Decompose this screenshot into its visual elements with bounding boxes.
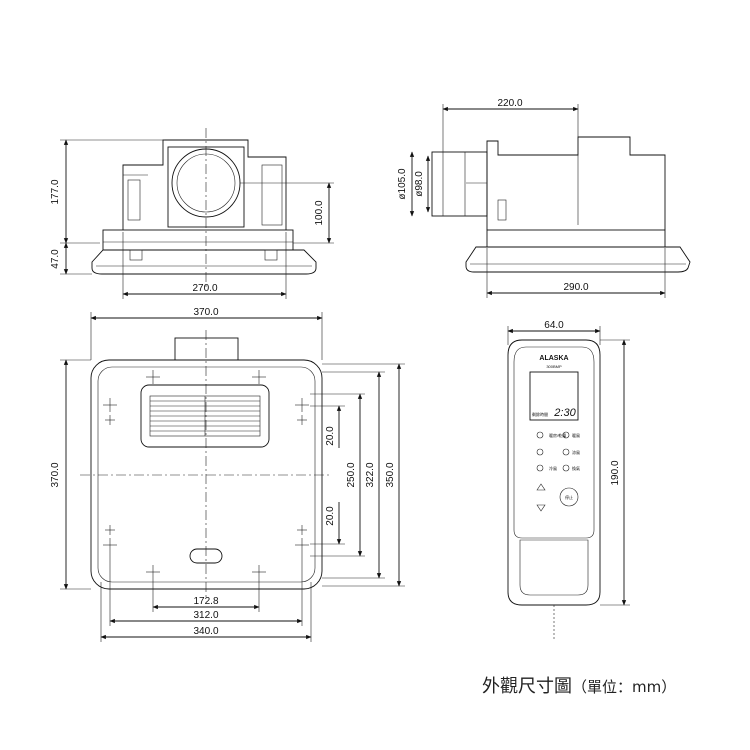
front-housing [122, 139, 287, 230]
dim-plan-172: 172.8 [193, 596, 218, 607]
dim-side-105: ø105.0 [397, 168, 408, 200]
remote-btn-cool: 涼風 [572, 449, 580, 455]
remote-btn-stop: 停止 [565, 494, 573, 500]
remote-brand: ALASKA [539, 355, 568, 362]
front-trim-panel [91, 249, 317, 275]
dim-front-47: 47.0 [50, 249, 61, 269]
dim-side-220: 220.0 [497, 98, 522, 109]
dim-plan-350: 350.0 [385, 462, 396, 487]
dim-remote-190: 190.0 [610, 460, 621, 485]
dim-plan-20-top: 20.0 [325, 426, 336, 446]
remote-model: 300BMP [546, 364, 562, 369]
dim-plan-20-bottom: 20.0 [325, 506, 336, 526]
dim-front-270: 270.0 [192, 283, 217, 294]
remote-lcd [529, 371, 579, 421]
remote-btn-vent: 換氣 [572, 465, 580, 471]
side-duct [431, 151, 488, 217]
side-housing [486, 136, 666, 230]
remote-btn-cold: 冷風 [549, 465, 557, 471]
dim-front-177: 177.0 [50, 179, 61, 204]
drawing-caption: 外觀尺寸圖（單位：mm） [482, 672, 676, 698]
side-view: 220.0 ø105.0 ø98.0 290.0 [397, 98, 691, 298]
plan-duct [174, 337, 239, 361]
dim-plan-312: 312.0 [193, 610, 218, 621]
dim-plan-250: 250.0 [346, 462, 357, 487]
plan-view: 370.0 370.0 20.0 20.0 250.0 322.0 350.0 … [50, 307, 405, 642]
plan-grille [140, 384, 270, 448]
dim-front-100: 100.0 [314, 200, 325, 225]
plan-outer-panel [90, 359, 323, 590]
dim-side-98: ø98.0 [414, 171, 425, 197]
remote-timer-label: 剩餘時間 [532, 411, 548, 417]
dim-plan-322: 322.0 [365, 462, 376, 487]
remote-body [507, 339, 601, 606]
caption-title: 外觀尺寸圖 [482, 676, 572, 697]
remote-view: ALASKA 300BMP 2:30 剩餘時間 暖房/乾燥 暖風 涼風 冷風 換… [507, 320, 630, 640]
dim-plan-370-left: 370.0 [50, 462, 61, 487]
dim-remote-64: 64.0 [544, 320, 564, 331]
dim-plan-340: 340.0 [193, 626, 218, 637]
remote-clock: 2:30 [553, 407, 576, 419]
dim-plan-370-top: 370.0 [193, 307, 218, 318]
remote-btn-warm: 暖風 [572, 432, 580, 438]
caption-unit: （單位：mm） [572, 678, 677, 696]
remote-btn-heat: 暖房/乾燥 [549, 432, 566, 438]
side-trim-panel [465, 246, 691, 273]
front-view: 177.0 47.0 100.0 270.0 [50, 128, 334, 299]
dim-side-290: 290.0 [563, 282, 588, 293]
